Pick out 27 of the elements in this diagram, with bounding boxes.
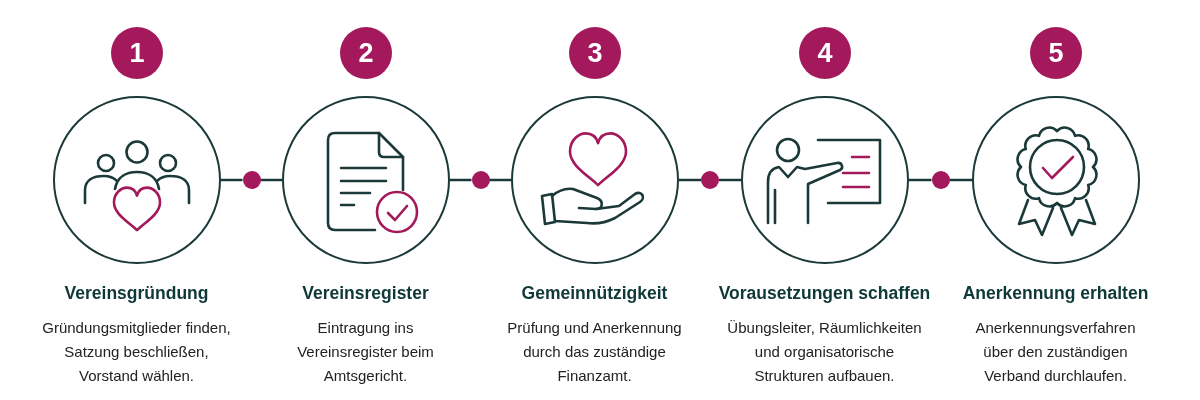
step-description: Gründungsmitglieder finden, Satzung beschließen, Vorstand wählen. [41, 317, 232, 386]
step-title: Gemeinnützigkeit [521, 281, 668, 304]
number-badge: 5 [1030, 27, 1082, 79]
connector-dot [701, 171, 719, 189]
step-description: Übungsleiter, Räumlichkeiten und organisatorische Strukturen aufbauen. [726, 317, 923, 386]
step-title: Vereinsregister [302, 281, 429, 304]
connector-line [260, 178, 282, 182]
connector-line [719, 178, 741, 182]
connector-dot [471, 171, 490, 189]
connector-line [221, 178, 243, 182]
connector-line [489, 178, 511, 182]
connector-line [909, 178, 932, 182]
step-title: Vorausetzungen schaffen [718, 281, 931, 304]
step-description: Anerkennungsverfahren über den zuständigen Verband durchlaufen. [974, 317, 1137, 386]
step-description: Eintragung ins Vereinsregister beim Amtsgericht. [296, 317, 435, 386]
number-badge: 3 [569, 27, 621, 79]
connector-dot [242, 171, 261, 189]
connector-line [450, 178, 472, 182]
number-badge: 1 [111, 27, 163, 79]
connector-line [679, 178, 701, 182]
number-badge: 4 [799, 27, 851, 79]
connector-dot [931, 171, 950, 189]
connector-line [949, 178, 972, 182]
step-title: Vereinsgründung [64, 281, 209, 304]
step-description: Prüfung und Anerkennung durch das zuständige Finanzamt. [506, 317, 683, 386]
step-title: Anerkennung erhalten [962, 281, 1149, 304]
number-badge: 2 [340, 27, 392, 79]
